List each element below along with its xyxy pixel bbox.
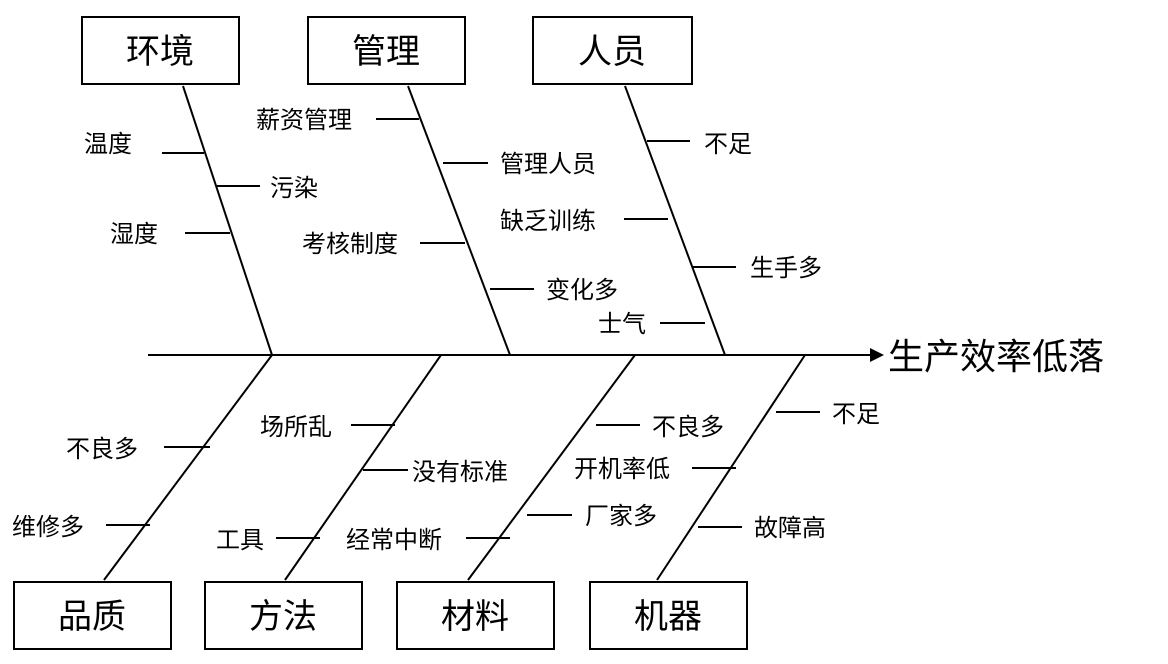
category-environment: 环境 xyxy=(81,16,240,85)
spine-arrowhead xyxy=(870,348,884,362)
category-label-machine: 机器 xyxy=(634,597,702,637)
category-label-management: 管理 xyxy=(352,32,420,72)
bone-material xyxy=(467,354,636,581)
cause-label: 维修多 xyxy=(12,513,84,541)
category-method: 方法 xyxy=(204,581,363,650)
cause-label: 不足 xyxy=(704,130,752,158)
category-label-environment: 环境 xyxy=(126,32,194,72)
cause-label: 不足 xyxy=(832,400,880,428)
cause-label: 考核制度 xyxy=(302,230,398,258)
cause-label: 厂家多 xyxy=(585,502,657,530)
cause-label: 故障高 xyxy=(754,514,826,542)
category-label-method: 方法 xyxy=(249,597,317,637)
category-material: 材料 xyxy=(396,581,555,650)
bone-method xyxy=(284,354,442,581)
category-quality: 品质 xyxy=(13,581,172,650)
bone-management xyxy=(407,85,511,356)
category-management: 管理 xyxy=(307,16,466,85)
category-box-material xyxy=(396,581,555,650)
category-box-machine xyxy=(589,581,748,650)
category-box-quality xyxy=(13,581,172,650)
cause-label: 开机率低 xyxy=(574,455,670,483)
cause-label: 管理人员 xyxy=(500,150,596,178)
cause-label: 薪资管理 xyxy=(256,106,352,134)
category-label-people: 人员 xyxy=(578,32,646,72)
bone-people xyxy=(624,85,726,356)
category-label-quality: 品质 xyxy=(58,597,126,637)
cause-label: 没有标准 xyxy=(412,458,508,486)
category-box-people xyxy=(532,16,693,85)
cause-label: 变化多 xyxy=(546,276,618,304)
cause-label: 温度 xyxy=(84,130,132,158)
cause-label: 湿度 xyxy=(110,220,158,248)
cause-label: 生手多 xyxy=(750,254,822,282)
cause-label: 工具 xyxy=(216,526,264,554)
category-people: 人员 xyxy=(532,16,693,85)
category-machine: 机器 xyxy=(589,581,748,650)
category-box-management xyxy=(307,16,466,85)
bone-environment xyxy=(182,85,273,356)
category-box-method xyxy=(204,581,363,650)
cause-label: 不良多 xyxy=(652,413,724,441)
cause-label: 经常中断 xyxy=(346,526,442,554)
category-box-environment xyxy=(81,16,240,85)
cause-label: 缺乏训练 xyxy=(500,207,596,235)
cause-label: 污染 xyxy=(270,174,318,202)
category-label-material: 材料 xyxy=(441,597,509,637)
cause-label: 士气 xyxy=(598,310,646,338)
bone-quality xyxy=(103,354,273,581)
cause-label: 场所乱 xyxy=(260,413,332,441)
effect-label: 生产效率低落 xyxy=(888,337,1104,378)
cause-label: 不良多 xyxy=(66,435,138,463)
